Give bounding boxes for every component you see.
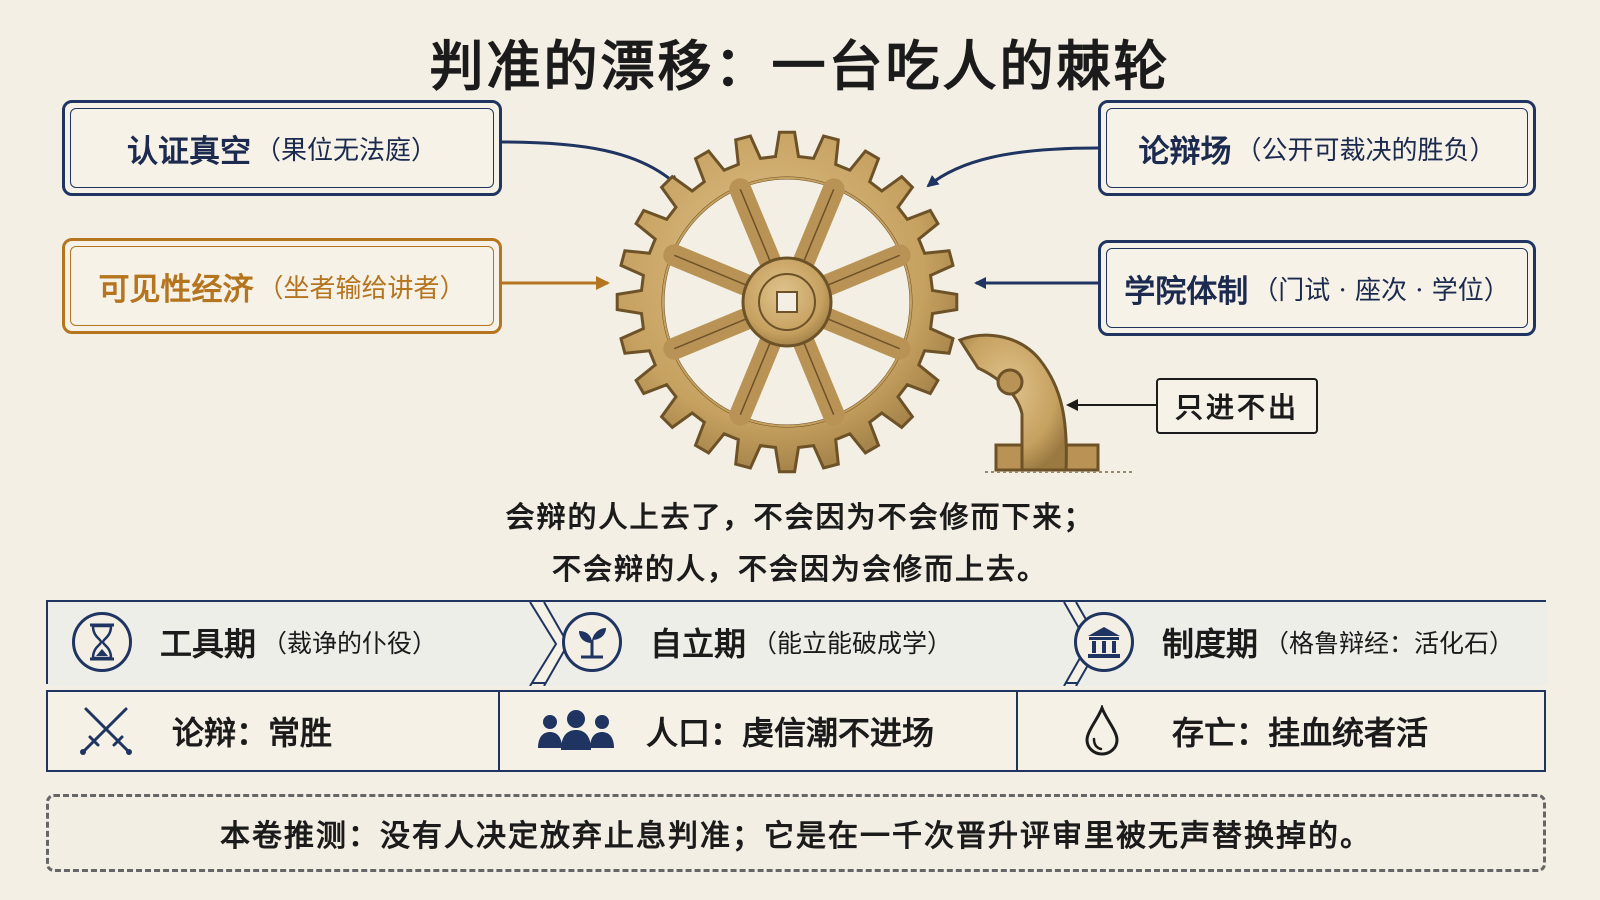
force-label: 论辩场 [1138, 133, 1232, 170]
crossed-swords-icon [76, 701, 136, 761]
pawl-label: 只进不出 [1156, 378, 1318, 434]
stage-tool: 工具期（裁诤的仆役） [72, 602, 437, 682]
conclusion-text: 本卷推测：没有人决定放弃止息判准；它是在一千次晋升评审里被无声替换掉的。 [220, 819, 1372, 854]
outcome-label: 人口：虔信潮不进场 [646, 714, 935, 752]
gear-spoke-edge [823, 254, 901, 288]
stage-band-background [48, 602, 1548, 686]
stage-band: 工具期（裁诤的仆役） 自立期（能立能破成学） 制度期（格鲁辩经：活化石） [46, 600, 1548, 686]
outcome-survival: 存亡：挂血统者活 [1072, 692, 1428, 770]
force-box-visibility-economy: 可见性经济（坐者输给讲者） [62, 238, 502, 334]
stage-sublabel: （裁诤的仆役） [262, 629, 438, 658]
gear-spoke-edge [823, 316, 901, 350]
gear-spoke-edge [801, 338, 835, 416]
gear-spoke-edge [739, 188, 773, 266]
force-label: 认证真空 [126, 133, 251, 170]
quote-line-2: 不会辩的人，不会因为会修而上去。 [551, 552, 1048, 586]
outcome-band: 论辩：常胜 人口：虔信潮不进场 存亡：挂血统者活 [46, 690, 1546, 772]
page-title: 判准的漂移：一台吃人的棘轮 [429, 34, 1171, 98]
sprout-icon [562, 612, 622, 672]
institution-icon [1074, 612, 1134, 672]
outcome-population: 人口：虔信潮不进场 [536, 692, 934, 770]
divider [498, 692, 500, 770]
force-box-academy-system: 学院体制（门试 · 座次 · 学位） [1098, 240, 1536, 336]
stage-label: 制度期 [1162, 625, 1259, 663]
people-icon [536, 701, 616, 761]
force-label: 可见性经济 [98, 271, 254, 308]
arrow-top-right [926, 146, 1099, 188]
drop-icon [1072, 701, 1132, 761]
divider [1016, 692, 1018, 770]
gear-spoke-edge [673, 316, 751, 350]
arrow-top-left [499, 140, 680, 188]
stage-independent: 自立期（能立能破成学） [562, 602, 952, 682]
force-box-certification-vacuum: 认证真空（果位无法庭） [62, 100, 502, 196]
pawl-icon [957, 333, 1135, 473]
force-box-debate-arena: 论辩场（公开可裁决的胜负） [1098, 100, 1536, 196]
hourglass-icon [72, 612, 132, 672]
stage-institutional: 制度期（格鲁辩经：活化石） [1074, 602, 1514, 682]
force-sublabel: （果位无法庭） [254, 135, 437, 166]
stage-label: 工具期 [160, 625, 257, 663]
gear-spoke-edge [673, 254, 751, 288]
outcome-label: 论辩：常胜 [172, 714, 333, 752]
force-sublabel: （门试 · 座次 · 学位） [1252, 275, 1510, 306]
quote-line-1: 会辩的人上去了，不会因为不会修而下来； [505, 500, 1095, 534]
outcome-debate: 论辩：常胜 [76, 692, 332, 770]
gear-icon [615, 130, 959, 474]
gear-spoke-edge [801, 188, 835, 266]
stage-label: 自立期 [650, 625, 747, 663]
force-sublabel: （坐者输给讲者） [257, 273, 466, 304]
gear-spoke-edge [739, 338, 773, 416]
conclusion-box: 本卷推测：没有人决定放弃止息判准；它是在一千次晋升评审里被无声替换掉的。 [46, 794, 1546, 872]
force-sublabel: （公开可裁决的胜负） [1235, 135, 1496, 166]
stage-sublabel: （能立能破成学） [752, 629, 953, 658]
force-label: 学院体制 [1124, 273, 1249, 310]
outcome-label: 存亡：挂血统者活 [1172, 714, 1429, 752]
stage-sublabel: （格鲁辩经：活化石） [1264, 629, 1515, 658]
